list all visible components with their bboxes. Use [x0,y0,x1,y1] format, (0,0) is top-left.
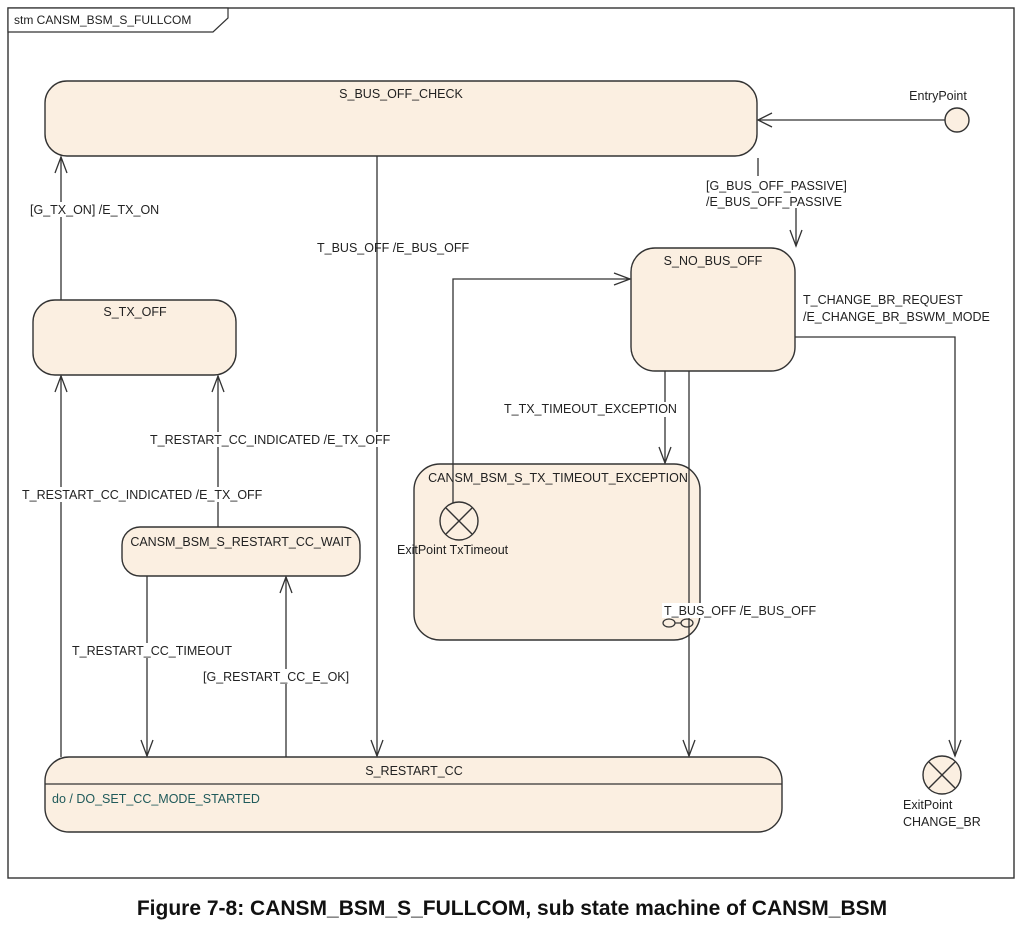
state-s-bus-off-check[interactable]: S_BUS_OFF_CHECK [44,80,758,157]
transition-exit-tx-timeout-to-no-bus-off[interactable] [452,272,632,503]
state-name: CANSM_BSM_S_TX_TIMEOUT_EXCEPTION [428,471,688,485]
figure-caption: Figure 7-8: CANSM_BSM_S_FULLCOM, sub sta… [136,897,888,920]
transition-label: [G_RESTART_CC_E_OK] [203,670,349,684]
transition-restart-cc-to-restart-cc-wait[interactable]: [G_RESTART_CC_E_OK] [202,575,364,757]
exit-point-label: ExitPoint TxTimeout [397,543,509,557]
arrowhead-icon [613,272,632,286]
state-tx-timeout-exception[interactable]: CANSM_BSM_S_TX_TIMEOUT_EXCEPTION [413,463,701,641]
transition-label: T_BUS_OFF /E_BUS_OFF [317,241,469,255]
exit-point-icon [439,501,479,541]
transition-entry-to-bus-off-check[interactable] [756,112,945,128]
arrowhead-icon [54,155,68,174]
transition-no-bus-off-to-tx-timeout-exception[interactable]: T_TX_TIMEOUT_EXCEPTION [502,371,692,465]
exit-point-icon [922,755,962,795]
state-restart-cc-wait[interactable]: CANSM_BSM_S_RESTART_CC_WAIT [121,526,361,577]
composite-state-icon [662,618,694,628]
state-s-tx-off[interactable]: S_TX_OFF [32,299,237,376]
transition-label: T_BUS_OFF /E_BUS_OFF [664,604,816,618]
transition-label-line2: /E_BUS_OFF_PASSIVE [706,195,842,209]
transition-restart-cc-to-tx-off[interactable]: T_RESTART_CC_INDICATED /E_TX_OFF [20,374,282,757]
transition-bus-off-check-to-no-bus-off[interactable]: [G_BUS_OFF_PASSIVE] /E_BUS_OFF_PASSIVE [706,158,847,248]
transition-label: [G_TX_ON] /E_TX_ON [30,203,159,217]
state-s-restart-cc[interactable]: S_RESTART_CC do / DO_SET_CC_MODE_STARTED [44,756,783,833]
exit-point-change-br[interactable]: ExitPoint CHANGE_BR [903,755,981,829]
state-name: S_BUS_OFF_CHECK [339,87,463,101]
arrowhead-icon [756,112,773,128]
arrowhead-icon [211,374,225,393]
transition-label-line1: [G_BUS_OFF_PASSIVE] [706,179,847,193]
transition-label: T_RESTART_CC_INDICATED /E_TX_OFF [22,488,263,502]
state-name: S_TX_OFF [103,305,167,319]
transition-no-bus-off-to-exit-change-br[interactable]: T_CHANGE_BR_REQUEST /E_CHANGE_BR_BSWM_MO… [795,293,990,758]
arrowhead-icon [279,575,293,594]
exit-point-label-line1: ExitPoint [903,798,953,812]
state-s-no-bus-off[interactable]: S_NO_BUS_OFF [630,247,796,372]
transition-label: T_TX_TIMEOUT_EXCEPTION [504,402,677,416]
exit-point-label-line2: CHANGE_BR [903,815,981,829]
do-activity: do / DO_SET_CC_MODE_STARTED [52,792,260,806]
state-name: S_NO_BUS_OFF [664,254,763,268]
entry-point[interactable]: EntryPoint [909,89,970,133]
exit-point-tx-timeout[interactable]: ExitPoint TxTimeout [397,501,509,557]
arrowhead-icon [658,446,672,465]
arrowhead-icon [682,739,696,758]
transition-restart-cc-wait-to-restart-cc[interactable]: T_RESTART_CC_TIMEOUT [71,576,249,758]
state-name: CANSM_BSM_S_RESTART_CC_WAIT [130,535,352,549]
arrowhead-icon [789,229,803,248]
state-name: S_RESTART_CC [365,764,462,778]
entry-point-label: EntryPoint [909,89,967,103]
arrowhead-icon [140,739,154,758]
transition-label: T_RESTART_CC_INDICATED /E_TX_OFF [150,433,391,447]
frame-title: stm CANSM_BSM_S_FULLCOM [14,13,191,27]
transition-tx-off-to-bus-off-check[interactable]: [G_TX_ON] /E_TX_ON [28,155,188,300]
entry-point-icon [944,107,970,133]
transition-label-line1: T_CHANGE_BR_REQUEST [803,293,963,307]
transition-restart-cc-wait-to-tx-off[interactable]: T_RESTART_CC_INDICATED /E_TX_OFF [148,374,410,527]
frame-title-tab [7,7,229,33]
transition-label-line2: /E_CHANGE_BR_BSWM_MODE [803,310,990,324]
arrowhead-icon [948,739,962,758]
arrowhead-icon [370,739,384,758]
transition-bus-off-check-to-restart-cc[interactable]: T_BUS_OFF /E_BUS_OFF [317,156,469,758]
transition-label: T_RESTART_CC_TIMEOUT [72,644,232,658]
arrowhead-icon [54,374,68,393]
diagram-frame [7,7,1015,879]
transition-no-bus-off-to-restart-cc[interactable]: T_BUS_OFF /E_BUS_OFF [662,371,826,758]
